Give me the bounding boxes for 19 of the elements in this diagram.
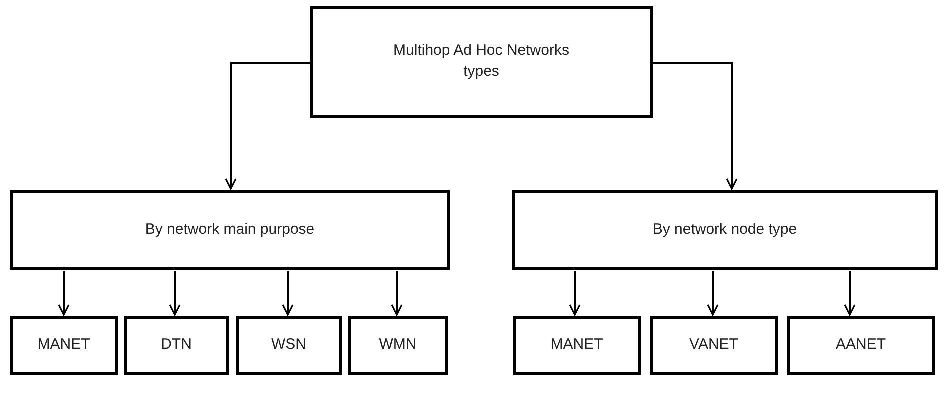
- arrow: [653, 62, 738, 190]
- arrow: [225, 62, 310, 190]
- process-box: By network node type: [512, 190, 938, 270]
- arrow: [169, 271, 181, 316]
- process-box: MANET: [10, 316, 118, 375]
- process-box: WSN: [236, 316, 342, 375]
- arrow: [58, 271, 70, 316]
- process-box: AANET: [787, 316, 935, 375]
- process-box: WMN: [348, 316, 448, 375]
- process-box: Multihop Ad Hoc Networks types: [310, 6, 653, 118]
- process-box: By network main purpose: [10, 190, 450, 270]
- process-box: VANET: [650, 316, 778, 375]
- arrow: [282, 271, 294, 316]
- process-box: DTN: [124, 316, 229, 375]
- process-box: MANET: [513, 316, 641, 375]
- arrow: [391, 271, 403, 316]
- arrow: [569, 271, 581, 316]
- arrow: [707, 271, 719, 316]
- arrow: [844, 271, 856, 316]
